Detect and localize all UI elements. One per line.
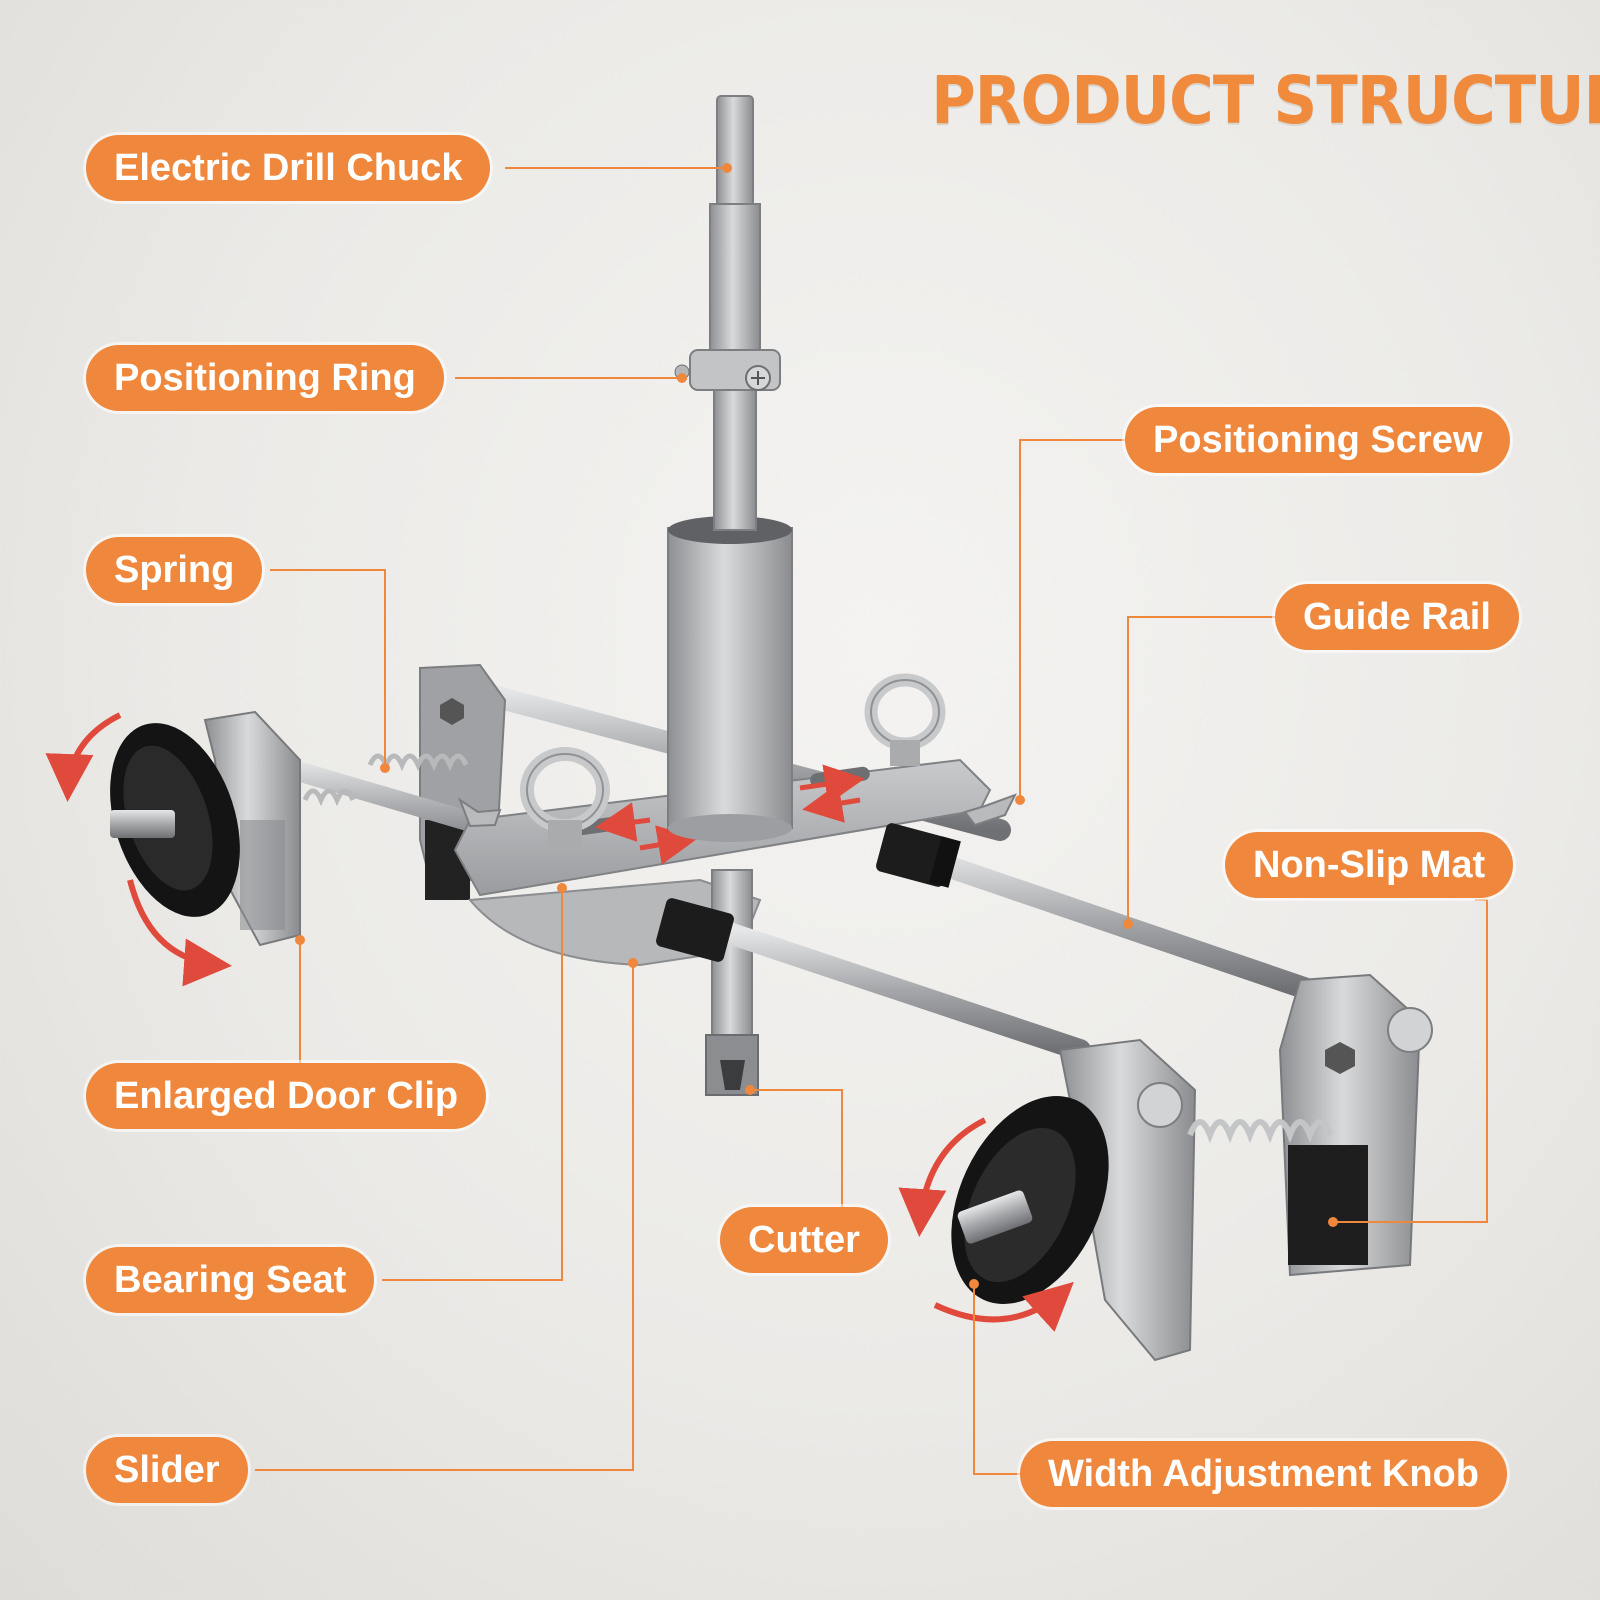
label-non-slip-mat: Non-Slip Mat [1225,832,1514,898]
guide-rail-front [709,919,1091,1061]
leader-slider [255,963,634,1471]
leader-bearing-seat [382,888,563,1281]
spring-right [1187,1119,1333,1144]
leader-guide-rail [1127,616,1275,924]
label-width-adjustment-knob: Width Adjustment Knob [1020,1441,1507,1507]
leader-spring [270,569,386,768]
rotate-arrow-left-top [45,712,122,802]
guide-rail-right [889,839,1321,1001]
label-guide-rail: Guide Rail [1275,584,1519,650]
leader-non-slip-mat [1333,899,1488,1223]
label-enlarged-door-clip: Enlarged Door Clip [86,1063,487,1129]
cutter [705,869,759,1096]
label-positioning-ring: Positioning Ring [86,345,444,411]
width-adjustment-knob-right [951,1096,1109,1304]
positioning-screw-right [963,793,1018,827]
label-slider: Slider [86,1437,248,1503]
leader-cutter [750,1089,843,1210]
label-bearing-seat: Bearing Seat [86,1247,375,1313]
drive-shaft [709,95,761,531]
label-positioning-screw: Positioning Screw [1125,407,1511,473]
positioning-screw-left [457,797,502,828]
positioning-ring [674,349,781,391]
rail-clamp-front [656,898,734,962]
label-spring: Spring [86,537,263,603]
page-title: PRODUCT STRUCTURE [931,62,1600,139]
rotate-arrow-right-top [898,1117,987,1237]
eye-bolt-left [520,747,610,850]
bearing-housing [667,516,793,842]
rotate-arrow-left-bottom [127,879,232,987]
door-clip-back-right [1278,973,1433,1277]
slide-direction-arrows [595,764,865,865]
rail-clamp-right [876,823,961,888]
leader-positioning-screw [1019,439,1125,800]
width-adjustment-knob-left [110,723,240,917]
rotate-arrow-right-bottom [933,1281,1074,1332]
eye-bolt-right [864,673,946,766]
label-electric-drill-chuck: Electric Drill Chuck [86,135,491,201]
leader-width-adjustment-knob [973,1284,1020,1475]
label-cutter: Cutter [720,1207,888,1273]
